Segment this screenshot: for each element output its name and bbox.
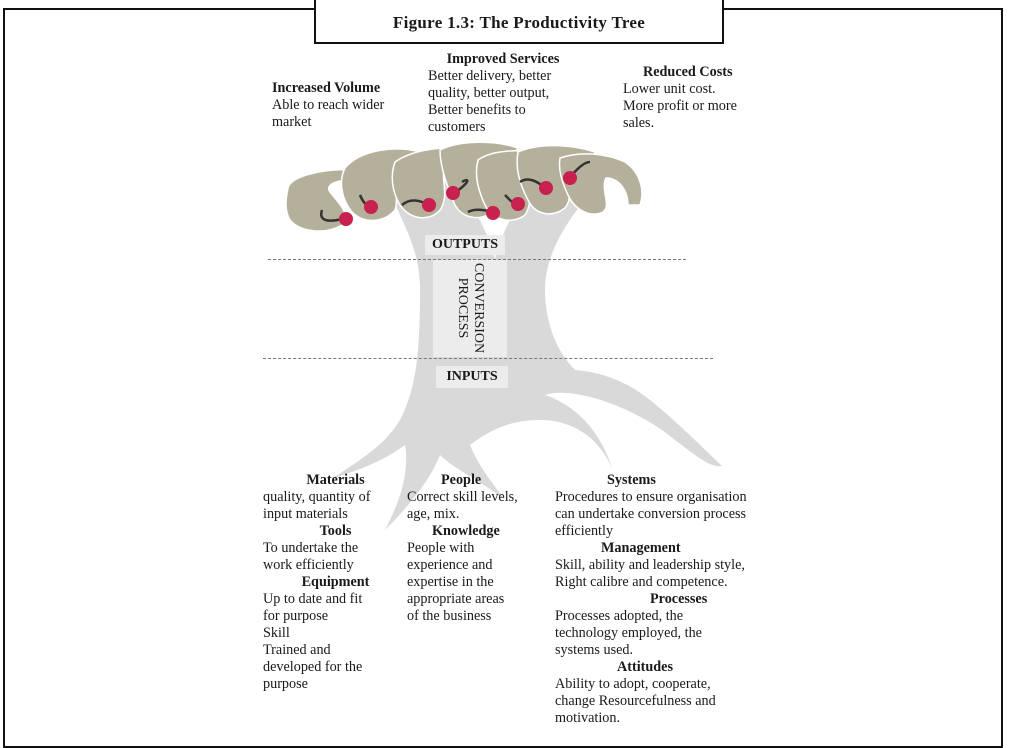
improved-services-line: quality, better output, [428, 85, 578, 102]
inputs-divider [263, 358, 713, 359]
increased-volume-block: Increased Volume Able to reach wider mar… [272, 80, 422, 131]
inputs-right-column: Systems Procedures to ensure organisatio… [555, 472, 785, 727]
attitudes-line: Ability to adopt, cooperate, [555, 676, 785, 693]
reduced-costs-line: More profit or more [623, 98, 773, 115]
management-line: Right calibre and competence. [555, 574, 785, 591]
people-line: Correct skill levels, [407, 489, 537, 506]
conversion-process-label: CONVERSION PROCESS [454, 263, 486, 353]
increased-volume-line: market [272, 114, 422, 131]
people-line: age, mix. [407, 506, 537, 523]
improved-services-heading: Improved Services [428, 51, 578, 68]
management-line: Skill, ability and leadership style, [555, 557, 785, 574]
systems-heading: Systems [555, 472, 785, 489]
reduced-costs-heading: Reduced Costs [623, 64, 773, 81]
attitudes-line: change Resourcefulness and [555, 693, 785, 710]
inputs-middle-column: People Correct skill levels, age, mix. K… [407, 472, 537, 625]
inputs-left-column: Materials quality, quantity of input mat… [263, 472, 408, 693]
materials-line: quality, quantity of [263, 489, 408, 506]
materials-line: input materials [263, 506, 408, 523]
improved-services-block: Improved Services Better delivery, bette… [428, 51, 578, 136]
reduced-costs-line: Lower unit cost. [623, 81, 773, 98]
management-heading: Management [555, 540, 785, 557]
tools-heading: Tools [263, 523, 408, 540]
processes-line: systems used. [555, 642, 785, 659]
equipment-line: Trained and [263, 642, 408, 659]
equipment-line: purpose [263, 676, 408, 693]
systems-line: can undertake conversion process [555, 506, 785, 523]
materials-heading: Materials [263, 472, 408, 489]
conversion-line-1: CONVERSION [470, 263, 486, 353]
knowledge-line: expertise in the [407, 574, 537, 591]
improved-services-line: Better delivery, better [428, 68, 578, 85]
reduced-costs-line: sales. [623, 115, 773, 132]
equipment-line: for purpose [263, 608, 408, 625]
attitudes-heading: Attitudes [555, 659, 785, 676]
tools-line: To undertake the [263, 540, 408, 557]
knowledge-line: appropriate areas [407, 591, 537, 608]
equipment-line: Skill [263, 625, 408, 642]
knowledge-line: People with [407, 540, 537, 557]
processes-line: Processes adopted, the [555, 608, 785, 625]
tools-line: work efficiently [263, 557, 408, 574]
attitudes-line: motivation. [555, 710, 785, 727]
equipment-line: developed for the [263, 659, 408, 676]
improved-services-line: Better benefits to [428, 102, 578, 119]
conversion-line-2: PROCESS [454, 263, 470, 353]
improved-services-line: customers [428, 119, 578, 136]
outputs-label: OUTPUTS [425, 235, 505, 255]
increased-volume-line: Able to reach wider [272, 97, 422, 114]
processes-heading: Processes [555, 591, 785, 608]
processes-line: technology employed, the [555, 625, 785, 642]
knowledge-line: experience and [407, 557, 537, 574]
knowledge-heading: Knowledge [407, 523, 537, 540]
equipment-heading: Equipment [263, 574, 408, 591]
systems-line: Procedures to ensure organisation [555, 489, 785, 506]
inputs-label: INPUTS [436, 366, 508, 388]
systems-line: efficiently [555, 523, 785, 540]
people-heading: People [407, 472, 537, 489]
increased-volume-heading: Increased Volume [272, 80, 422, 97]
equipment-line: Up to date and fit [263, 591, 408, 608]
reduced-costs-block: Reduced Costs Lower unit cost. More prof… [623, 64, 773, 132]
knowledge-line: of the business [407, 608, 537, 625]
